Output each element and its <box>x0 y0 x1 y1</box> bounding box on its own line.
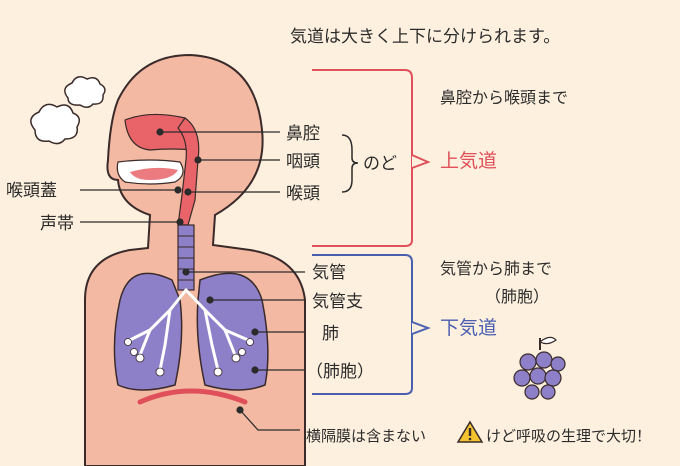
tongue <box>130 167 178 180</box>
label-pharynx: 咽頭 <box>286 152 320 172</box>
lower-airway-alveoli: （肺胞） <box>485 287 549 306</box>
warning-icon <box>456 420 484 443</box>
upper-airway-bracket <box>312 69 413 247</box>
upper-airway-name: 上気道 <box>440 150 497 172</box>
bronchi-branches <box>128 288 250 372</box>
footer-note-diaphragm: 横隔膜は含まない <box>306 427 426 445</box>
lower-airway-range: 気管から肺まで <box>440 259 552 278</box>
label-trachea: 気管 <box>312 263 346 283</box>
trachea <box>177 224 195 291</box>
label-throat: のど <box>363 154 397 174</box>
upper-airway-range: 鼻腔から喉頭まで <box>440 88 568 107</box>
label-vocal-cords: 声帯 <box>40 214 74 234</box>
breath-puff-icon <box>30 76 106 145</box>
alveoli-clusters <box>124 338 254 377</box>
footer-note-physiology: けど呼吸の生理で大切！ <box>486 427 651 445</box>
lower-airway-name: 下気道 <box>440 317 497 339</box>
label-alveoli: （肺胞） <box>306 362 374 382</box>
label-nasal-cavity: 鼻腔 <box>286 124 320 144</box>
label-epiglottis: 喉頭蓋 <box>6 181 57 201</box>
label-lung: 肺 <box>322 324 339 344</box>
body-silhouette <box>84 53 306 466</box>
lower-airway-arrow <box>411 321 431 335</box>
throat-brace <box>341 134 359 193</box>
label-larynx: 喉頭 <box>286 184 320 204</box>
diaphragm <box>137 388 248 405</box>
upper-airway-arrow <box>411 154 431 169</box>
leader-lines <box>80 128 305 431</box>
label-bronchi: 気管支 <box>312 292 363 312</box>
diagram-title: 気道は大きく上下に分けられます。 <box>290 27 560 47</box>
grape-alveoli-icon <box>513 336 566 400</box>
